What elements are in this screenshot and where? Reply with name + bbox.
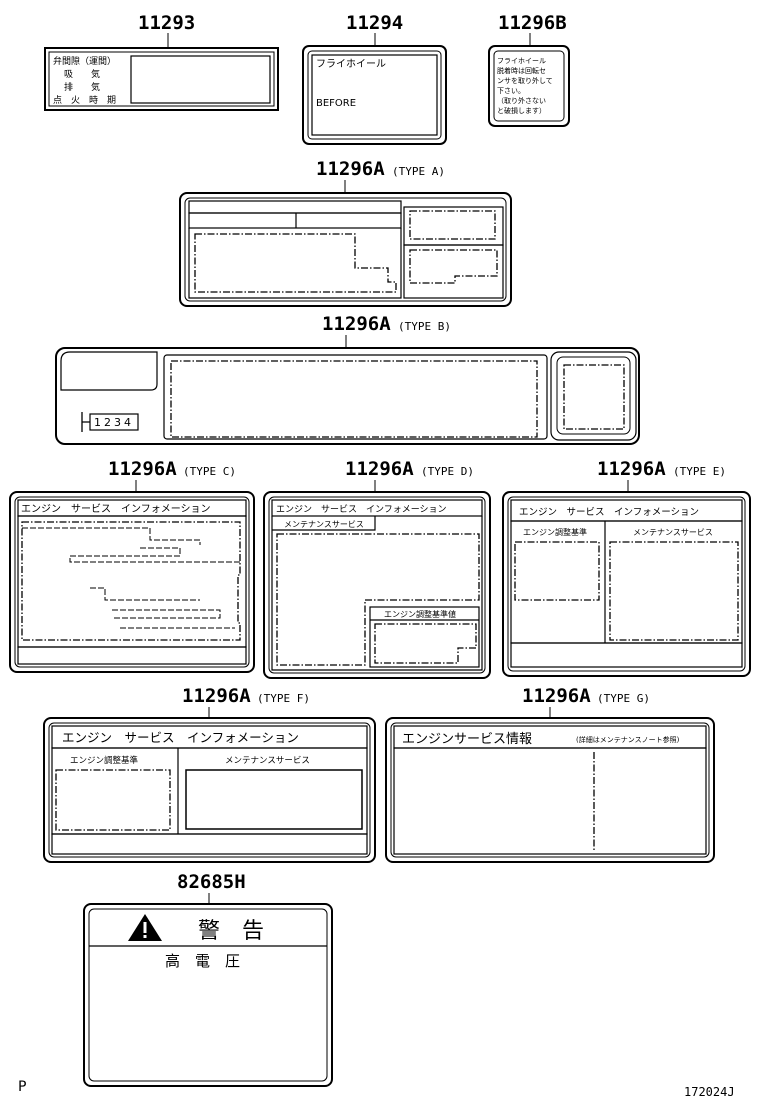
label-11296B-line5: （取り外さない: [497, 96, 546, 105]
type-e-left-title: エンジン調整基準: [523, 527, 587, 537]
part-11294: 11294 フライホイール BEFORE: [302, 12, 447, 145]
part-11296A-type-g: 11296A (TYPE G) エンジンサービス情報 (詳細はメンテナンスノート…: [385, 685, 715, 863]
footer-diagram-code: 172024J: [684, 1085, 735, 1099]
part-number-11296B: 11296B: [498, 12, 567, 34]
label-11296B-line2: 脱着時は回転セ: [497, 66, 546, 75]
label-11296B-line6: と破損します）: [497, 106, 546, 115]
type-e-label: (TYPE E): [673, 465, 726, 478]
type-f-label: (TYPE F): [257, 692, 310, 705]
part-11296A-type-b: 11296A (TYPE B) 1234: [55, 313, 640, 445]
label-11294-line2: BEFORE: [316, 98, 356, 109]
type-d-right-title: エンジン調整基準値: [384, 609, 456, 619]
label-11294-line1: フライホイール: [316, 58, 386, 70]
type-d-label: (TYPE D): [421, 465, 474, 478]
part-number-11293: 11293: [138, 12, 195, 34]
part-number-82685H: 82685H: [177, 871, 246, 893]
footer-left-label: P: [18, 1079, 26, 1095]
part-11296A-type-e: 11296A (TYPE E) エンジン サービス インフォメーション エンジン…: [502, 458, 751, 677]
label-11296B-line3: ンサを取り外して: [497, 76, 553, 85]
part-11296A-type-d: 11296A (TYPE D) エンジン サービス インフォメーション メンテナ…: [263, 458, 491, 679]
type-e-header: エンジン サービス インフォメーション: [519, 507, 699, 518]
part-82685H: 82685H 警 告 高 電 圧: [83, 871, 333, 1087]
type-g-label: (TYPE G): [597, 692, 650, 705]
label-11293-line4: 点 火 時 期: [53, 95, 116, 106]
part-number-type-b: 11296A: [322, 313, 391, 335]
type-e-right-title: メンテナンスサービス: [633, 528, 713, 537]
type-c-header: エンジン サービス インフォメーション: [21, 503, 211, 515]
label-11296B-line4: 下さい。: [497, 87, 525, 95]
part-11296A-type-f: 11296A (TYPE F) エンジン サービス インフォメーション エンジン…: [43, 685, 376, 863]
warning-text: 高 電 圧: [165, 952, 240, 970]
warning-triangle-icon: [128, 914, 162, 941]
type-g-note: (詳細はメンテナンスノート参照): [576, 735, 680, 744]
part-number-type-g: 11296A: [522, 685, 591, 707]
part-number-type-d: 11296A: [345, 458, 414, 480]
type-f-header: エンジン サービス インフォメーション: [62, 730, 299, 745]
type-f-right-title: メンテナンスサービス: [225, 756, 310, 766]
part-number-type-a: 11296A: [316, 158, 385, 180]
warning-title: 警 告: [198, 919, 264, 944]
type-d-header: エンジン サービス インフォメーション: [276, 504, 447, 515]
label-11293-line2: 吸 気: [64, 68, 100, 80]
part-number-type-e: 11296A: [597, 458, 666, 480]
type-a-label: (TYPE A): [392, 165, 445, 178]
type-b-label: (TYPE B): [398, 320, 451, 333]
part-number-type-c: 11296A: [108, 458, 177, 480]
part-number-11294: 11294: [346, 12, 403, 34]
part-number-type-f: 11296A: [182, 685, 251, 707]
part-11296B: 11296B フライホイール 脱着時は回転セ ンサを取り外して 下さい。 （取り…: [488, 12, 570, 127]
part-11293: 11293 弁間隙（運間） 吸 気 排 気 点 火 時 期: [44, 12, 279, 111]
label-11296B-line1: フライホイール: [497, 57, 546, 65]
type-f-left-title: エンジン調整基準: [70, 755, 139, 766]
label-11293-line3: 排 気: [64, 81, 100, 93]
type-b-code: 1234: [94, 416, 134, 429]
type-d-left-title: メンテナンスサービス: [284, 520, 364, 529]
part-11296A-type-a: 11296A (TYPE A): [179, 158, 512, 307]
part-11296A-type-c: 11296A (TYPE C) エンジン サービス インフォメーション: [9, 458, 255, 673]
type-c-label: (TYPE C): [183, 465, 236, 478]
type-g-header: エンジンサービス情報: [402, 732, 532, 747]
label-11293-line1: 弁間隙（運間）: [53, 55, 116, 67]
